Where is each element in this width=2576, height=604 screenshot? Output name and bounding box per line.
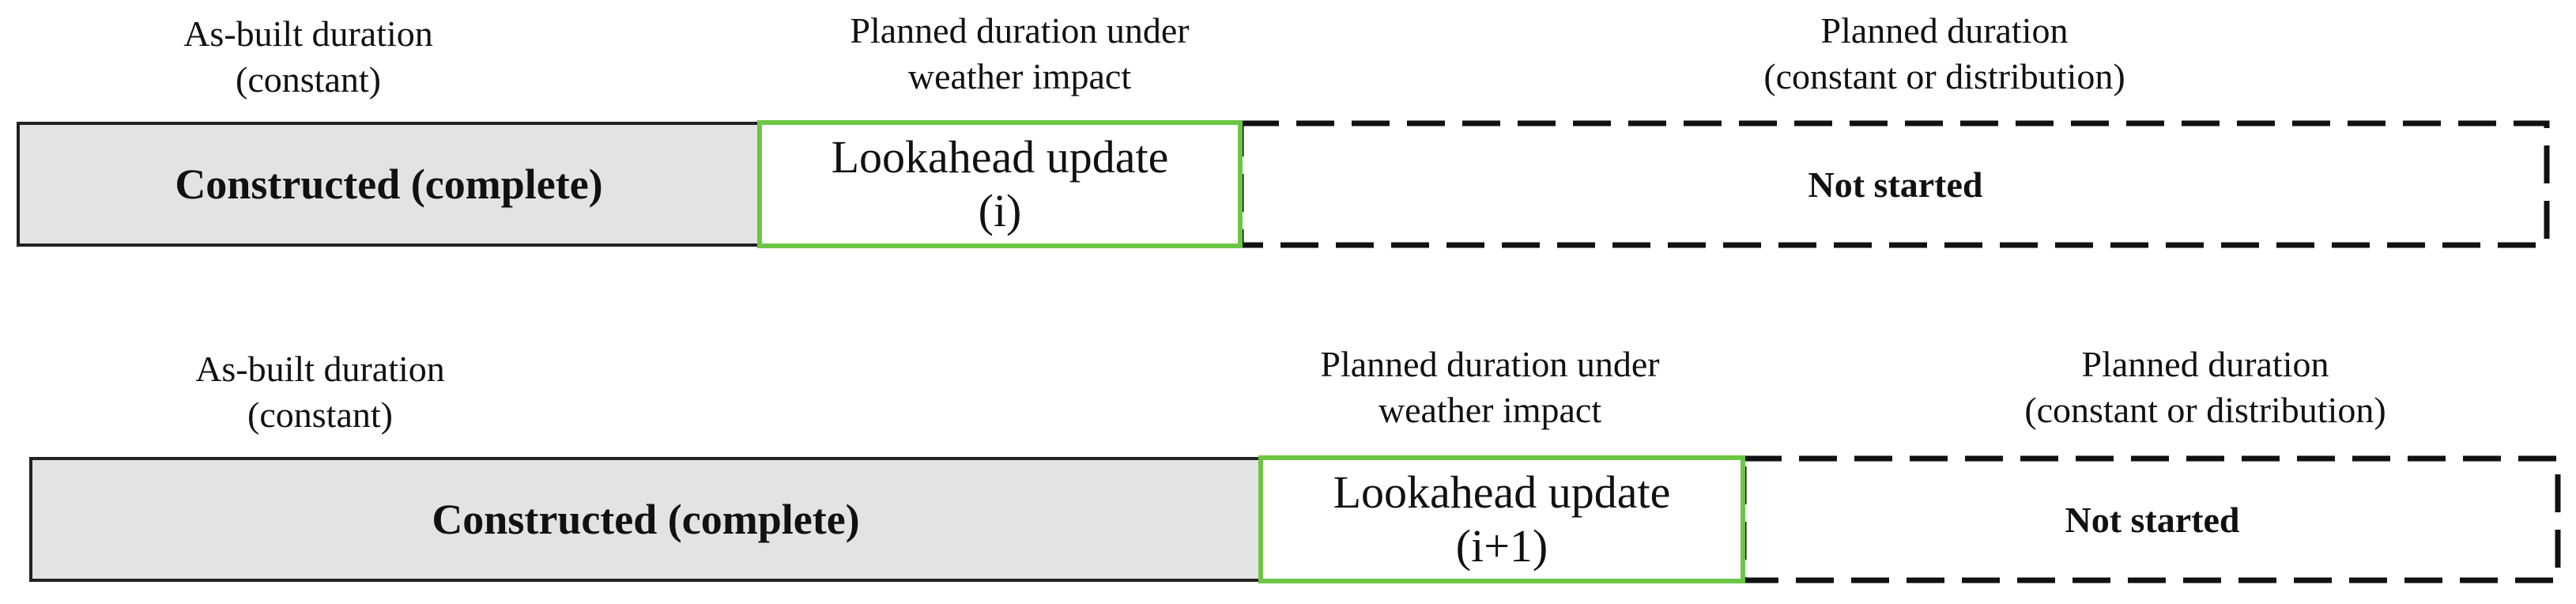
constructed-complete-box: Constructed (complete): [29, 457, 1262, 582]
lookahead-update-box: Lookahead update (i): [757, 120, 1243, 248]
planned-duration-label: Planned duration (constant or distributi…: [2024, 344, 2386, 430]
lookahead-update-box: Lookahead update (i+1): [1258, 455, 1745, 583]
constructed-complete-box: Constructed (complete): [17, 122, 761, 247]
weather-duration-label: Planned duration under weather impact: [850, 10, 1190, 96]
asbuilt-duration-label: As-built duration (constant): [195, 349, 445, 435]
not-started-box: Not started: [1808, 164, 1983, 205]
planned-duration-label: Planned duration (constant or distributi…: [1763, 10, 2125, 96]
not-started-box: Not started: [2065, 499, 2240, 540]
asbuilt-duration-label: As-built duration (constant): [183, 13, 433, 100]
weather-duration-label: Planned duration under weather impact: [1320, 344, 1660, 430]
